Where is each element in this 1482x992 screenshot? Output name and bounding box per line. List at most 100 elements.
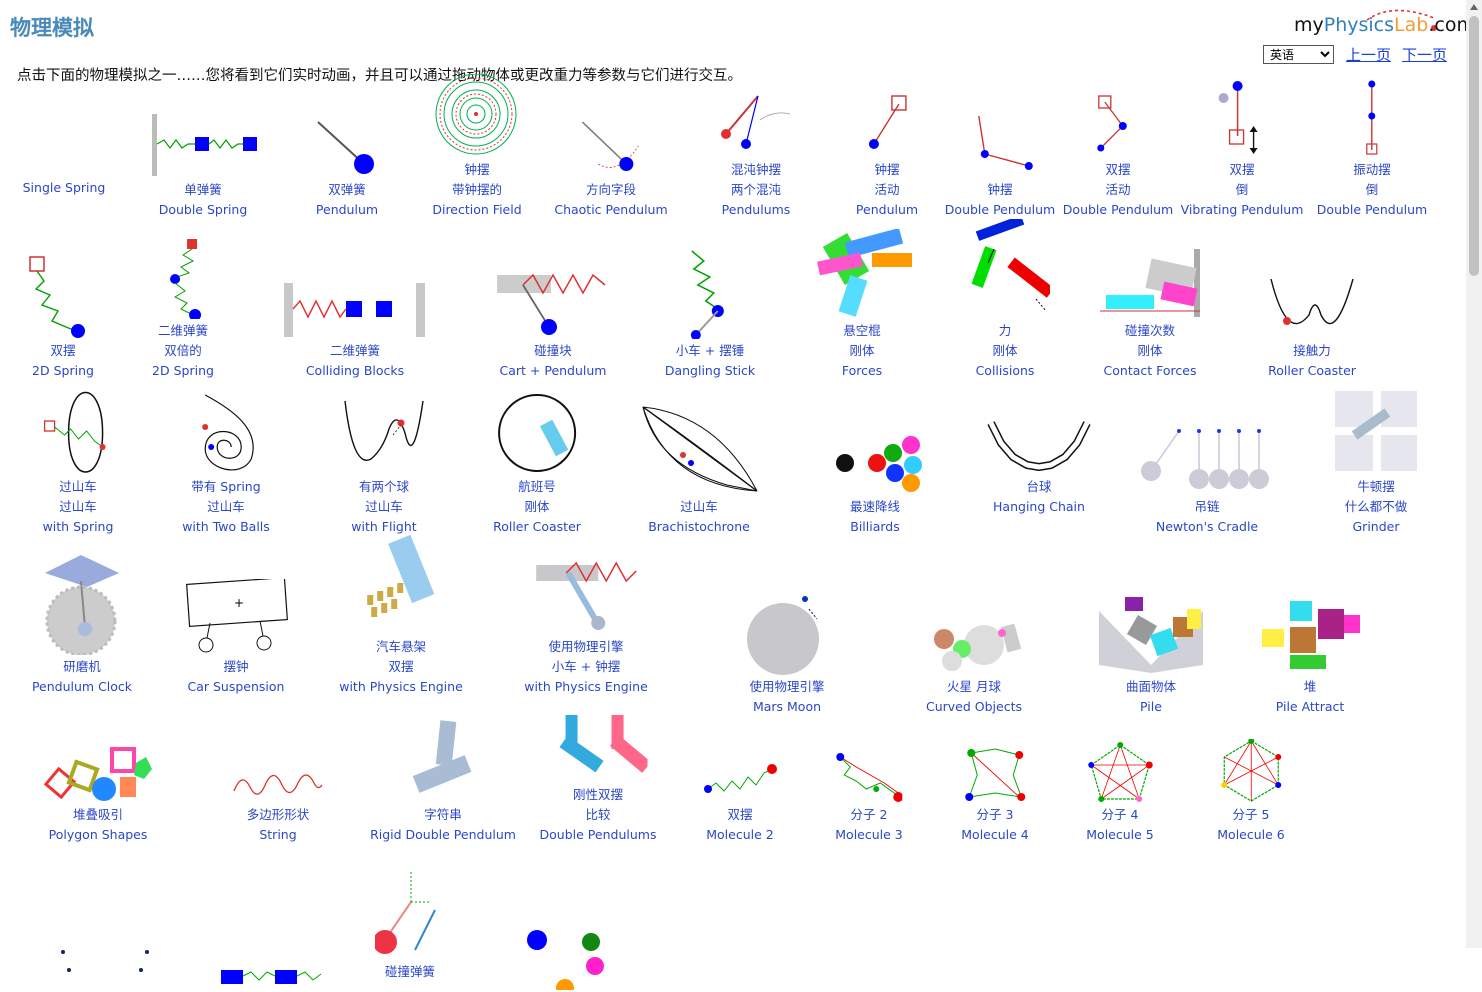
sim-label[interactable]: 什么都不做 [1344, 499, 1408, 514]
sim-label[interactable]: 小车 + 钟摆 [551, 659, 621, 674]
language-select[interactable]: 英语 [1263, 45, 1334, 64]
sim-label[interactable]: 最速降线 [849, 499, 900, 514]
sim-label[interactable]: Molecule 4 [961, 827, 1029, 842]
sim-label[interactable]: Molecule 5 [1086, 827, 1154, 842]
sim-label[interactable]: 堆 [1303, 679, 1317, 694]
dangling-stick-icon[interactable] [682, 249, 738, 339]
sim-label[interactable]: Direction Field [432, 202, 522, 217]
grinder-icon[interactable] [1331, 389, 1421, 475]
colored-balls-icon[interactable] [525, 930, 605, 990]
sim-label[interactable]: 碰撞块 [534, 343, 572, 358]
sim-label[interactable]: Colliding Blocks [305, 363, 405, 378]
sim-label[interactable]: 倒 [1365, 182, 1379, 197]
sim-label[interactable]: 双摆 [1229, 162, 1255, 177]
sim-label[interactable]: Double Pendulum [1062, 202, 1174, 217]
sim-moveable-double-pendulum[interactable]: 双摆活动 Double Pendulum [1063, 92, 1173, 220]
roller-coaster-spring-icon[interactable] [43, 389, 113, 475]
sim-label[interactable]: 字符串 [424, 807, 462, 822]
rigid-double-pendulum-icon[interactable] [408, 719, 478, 803]
sim-label[interactable]: 使用物理引擎 [548, 639, 624, 654]
sim-label[interactable]: 牛顿摆 [1357, 479, 1395, 494]
pendulum-axes-icon[interactable] [375, 870, 445, 960]
sim-chaotic-pendulum[interactable]: 方向字段 Chaotic Pendulum [554, 116, 668, 220]
sim-label[interactable]: 刚体 [992, 343, 1018, 358]
site-logo[interactable]: myPhysicsLab.com [1292, 8, 1475, 42]
sim-billiards[interactable]: 最速降线 Billiards [825, 433, 925, 537]
sim-label[interactable]: Molecule 3 [835, 827, 903, 842]
sim-label[interactable]: 活动 [1105, 182, 1131, 197]
roller-coaster-two-balls-icon[interactable] [191, 389, 261, 475]
sim-label[interactable]: Double Pendulums [539, 827, 657, 842]
sim-label[interactable]: Mars Moon [752, 699, 822, 714]
sim-label[interactable]: 汽车悬架 [375, 639, 427, 654]
sim-row6-b[interactable] [215, 950, 325, 992]
sim-label[interactable]: Pendulum [855, 202, 919, 217]
sim-label[interactable]: 双摆 [50, 343, 76, 358]
sim-label[interactable]: 台球 [1026, 479, 1052, 494]
sim-label[interactable]: Pendulums [721, 202, 791, 217]
sim-label[interactable]: 双摆 [1105, 162, 1131, 177]
sim-label[interactable]: Molecule 6 [1217, 827, 1285, 842]
billiards-icon[interactable] [825, 433, 925, 495]
sim-hanging-chain[interactable]: 台球 Hanging Chain [987, 419, 1091, 517]
sim-label[interactable]: 双摆 [388, 659, 414, 674]
sim-label[interactable]: 比较 [585, 807, 611, 822]
compare-double-pendulums-icon[interactable] [548, 713, 648, 783]
sim-label[interactable]: 钟摆 [987, 182, 1013, 197]
sim-label[interactable]: 方向字段 [585, 182, 636, 197]
sim-label[interactable]: 双倍的 [164, 343, 202, 358]
sim-label[interactable]: 两个混沌 [730, 182, 781, 197]
sim-label[interactable]: Single Spring [22, 180, 106, 195]
sim-label[interactable]: Dangling Stick [664, 363, 756, 378]
sim-label[interactable]: 钟摆 [874, 162, 900, 177]
sim-label[interactable]: 过山车 [59, 499, 97, 514]
sim-double-pendulums-compare[interactable]: 刚性双摆比较 Double Pendulums [539, 713, 657, 845]
direction-field-icon[interactable] [432, 74, 522, 158]
mars-moon-icon[interactable] [747, 595, 827, 675]
sim-label[interactable]: 刚性双摆 [572, 787, 624, 802]
sim-row6-d[interactable] [525, 930, 605, 992]
sim-label[interactable]: 倒 [1235, 182, 1249, 197]
sim-label[interactable]: Hanging Chain [993, 499, 1085, 514]
sim-label[interactable]: 悬空棍 [843, 323, 881, 338]
sim-label[interactable]: String [259, 827, 297, 842]
double-2d-spring-icon[interactable] [153, 237, 213, 319]
sim-label[interactable]: Cart + Pendulum [499, 363, 607, 378]
sim-label[interactable]: Chaotic Pendulum [554, 202, 668, 217]
pile-icon[interactable] [1095, 595, 1207, 675]
sim-label[interactable]: Billiards [850, 519, 900, 534]
sim-label[interactable]: 双摆 [727, 807, 753, 822]
inverted-double-pendulum-icon[interactable] [1357, 78, 1387, 158]
sim-label[interactable]: 刚体 [1137, 343, 1163, 358]
double-pendulum-icon[interactable] [965, 114, 1035, 178]
double-spring-icon[interactable] [148, 114, 258, 178]
pile-attract-icon[interactable] [1260, 599, 1360, 675]
scroll-up-arrow-icon[interactable] [1470, 4, 1478, 10]
sim-label[interactable]: Vibrating Pendulum [1180, 202, 1304, 217]
sim-label[interactable]: with Spring [42, 519, 114, 534]
sim-label[interactable]: 带有 Spring [191, 479, 261, 494]
circle-roller-coaster-icon[interactable] [495, 391, 579, 475]
sim-label[interactable]: 航班号 [518, 479, 556, 494]
physics-cart-pendulum-icon[interactable] [534, 559, 638, 635]
roller-coaster-icon[interactable] [1267, 275, 1357, 339]
roller-coaster-flight-icon[interactable] [341, 399, 427, 475]
